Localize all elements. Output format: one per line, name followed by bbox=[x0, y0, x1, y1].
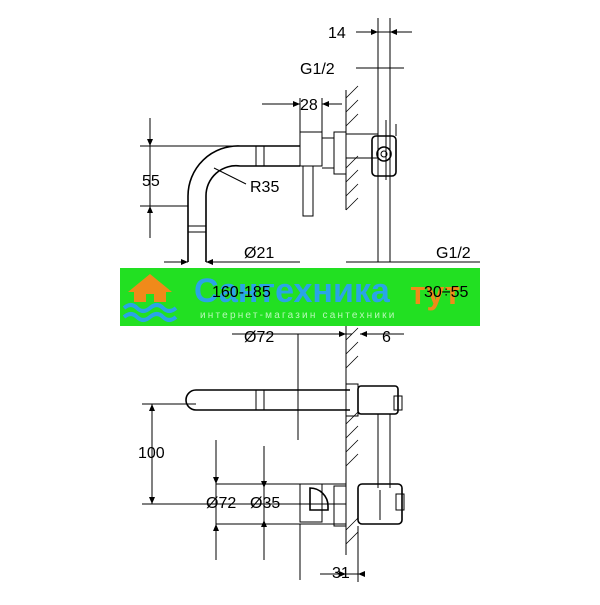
label-14: 14 bbox=[328, 25, 346, 42]
label-31: 31 bbox=[332, 565, 350, 582]
house-waves-logo-icon bbox=[122, 274, 178, 322]
label-d72-top: Ø72 bbox=[244, 329, 274, 346]
wall-bottom bbox=[345, 326, 359, 555]
dim-55 bbox=[140, 118, 240, 238]
label-r35: R35 bbox=[250, 179, 279, 196]
label-d72-bottom: Ø72 bbox=[206, 495, 236, 512]
wall-top bbox=[345, 85, 359, 211]
handle-bottom bbox=[299, 483, 347, 527]
banner-subtitle: интернет-магазин сантехники bbox=[200, 310, 397, 321]
dim-28 bbox=[262, 98, 342, 132]
banner-title: Сантехника bbox=[194, 272, 390, 310]
dim-100 bbox=[142, 403, 346, 505]
mixer-body-top bbox=[299, 124, 397, 217]
label-d35: Ø35 bbox=[250, 495, 280, 512]
label-160-185: 160-185 bbox=[212, 284, 271, 301]
banner-tail: тут bbox=[410, 275, 461, 311]
label-g12-top: G1/2 bbox=[300, 61, 335, 78]
dim-r35-leader bbox=[213, 167, 247, 185]
label-100: 100 bbox=[138, 445, 165, 462]
watermark-banner: Сантехника тут интернет-магазин сантехни… bbox=[120, 268, 480, 326]
dim-d72-6 bbox=[232, 331, 404, 440]
label-55: 55 bbox=[142, 173, 160, 190]
label-30-55: 30÷55 bbox=[424, 284, 469, 301]
label-28: 28 bbox=[300, 97, 318, 114]
dim-d72-d35-bottom bbox=[213, 440, 346, 560]
dim-14 bbox=[356, 29, 412, 35]
dim-d21 bbox=[164, 259, 300, 265]
supply-pipe-top bbox=[377, 18, 391, 262]
mixer-box-bottom bbox=[357, 385, 405, 525]
spout-bottom bbox=[185, 383, 359, 417]
label-6: 6 bbox=[382, 329, 391, 346]
dim-31 bbox=[299, 524, 365, 582]
label-d21: Ø21 bbox=[244, 245, 274, 262]
label-g12-mid: G1/2 bbox=[436, 245, 471, 262]
